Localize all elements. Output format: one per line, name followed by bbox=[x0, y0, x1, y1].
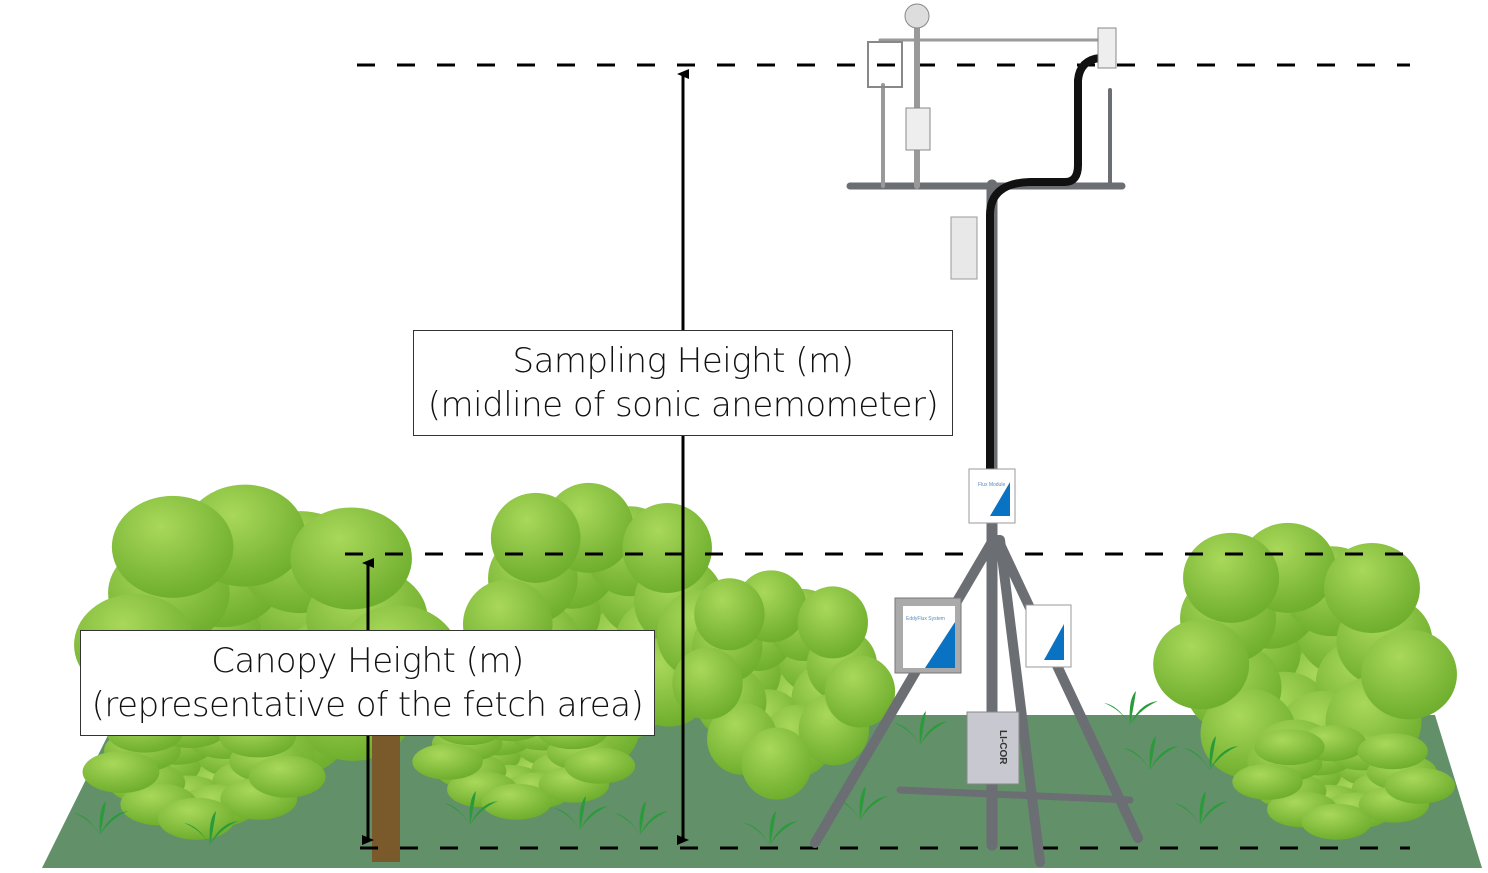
canopy-height-subtitle: (representative of the fetch area) bbox=[91, 685, 644, 725]
eddyflux-logo: EddyFlux System bbox=[906, 616, 945, 622]
foliage-clump bbox=[1384, 767, 1456, 804]
intake-head bbox=[1097, 27, 1117, 69]
enclosure-eddyflux-system: EddyFlux System bbox=[894, 597, 962, 674]
grass-tuft bbox=[834, 786, 888, 820]
sampling-height-subtitle: (midline of sonic anemometer) bbox=[427, 385, 939, 425]
foliage-clump bbox=[824, 655, 896, 728]
foliage-clump bbox=[694, 578, 765, 651]
foliage-clump bbox=[1232, 763, 1303, 800]
enclosure-flux-module: Flux Module bbox=[968, 468, 1016, 524]
foliage-clump bbox=[741, 727, 812, 800]
sampling-height-label: Sampling Height (m) (midline of sonic an… bbox=[413, 330, 953, 436]
foliage-clump bbox=[1153, 619, 1250, 710]
enclosure-right bbox=[1025, 604, 1072, 668]
foliage-clump bbox=[797, 586, 868, 659]
sample-cable bbox=[986, 54, 1101, 470]
foliage-clump bbox=[622, 503, 712, 594]
canopy-height-label: Canopy Height (m) (representative of the… bbox=[80, 630, 655, 736]
grass-tuft bbox=[1174, 791, 1228, 825]
foliage-clump bbox=[1301, 803, 1372, 840]
grass-tuft bbox=[1184, 736, 1238, 770]
grass-tuft bbox=[894, 711, 948, 745]
foliage-clump bbox=[1183, 532, 1280, 623]
foliage-clump bbox=[157, 797, 235, 840]
foliage-clump bbox=[1254, 729, 1325, 766]
grass-tuft bbox=[74, 801, 128, 835]
foliage-clump bbox=[290, 507, 412, 610]
foliage-clump bbox=[82, 751, 160, 794]
grass-tuft bbox=[554, 796, 608, 830]
foliage-clump bbox=[481, 783, 552, 820]
grass-tuft bbox=[184, 811, 238, 845]
grass-tufts bbox=[74, 691, 1238, 845]
foliage-clump bbox=[111, 495, 234, 598]
foliage-clump bbox=[564, 747, 636, 784]
grass-tuft bbox=[614, 801, 668, 835]
flux-module-logo: Flux Module bbox=[978, 482, 1005, 488]
gas-analyzer bbox=[905, 107, 931, 151]
licor-logo: LI-COR bbox=[997, 730, 1008, 765]
foliage-clump bbox=[490, 492, 581, 583]
foliage-clump bbox=[672, 647, 743, 720]
enclosure-licor-logger: LI-COR bbox=[966, 711, 1020, 785]
grass-tuft bbox=[444, 791, 498, 825]
gps-antenna bbox=[904, 3, 930, 29]
foliage-clump bbox=[412, 743, 483, 780]
sonic-anemometer bbox=[867, 41, 903, 88]
dashed-lines bbox=[345, 63, 1410, 850]
temperature-sensor bbox=[950, 216, 978, 280]
foliage-clump bbox=[1360, 629, 1457, 720]
grass-tuft bbox=[744, 811, 798, 845]
foliage-clump bbox=[1357, 733, 1428, 770]
grass-tuft bbox=[1104, 691, 1158, 725]
sampling-height-title: Sampling Height (m) bbox=[512, 341, 854, 381]
foliage-clump bbox=[1323, 543, 1420, 634]
canopy-height-title: Canopy Height (m) bbox=[211, 641, 524, 681]
foliage-clump bbox=[248, 755, 326, 798]
grass-tuft bbox=[1124, 736, 1178, 770]
